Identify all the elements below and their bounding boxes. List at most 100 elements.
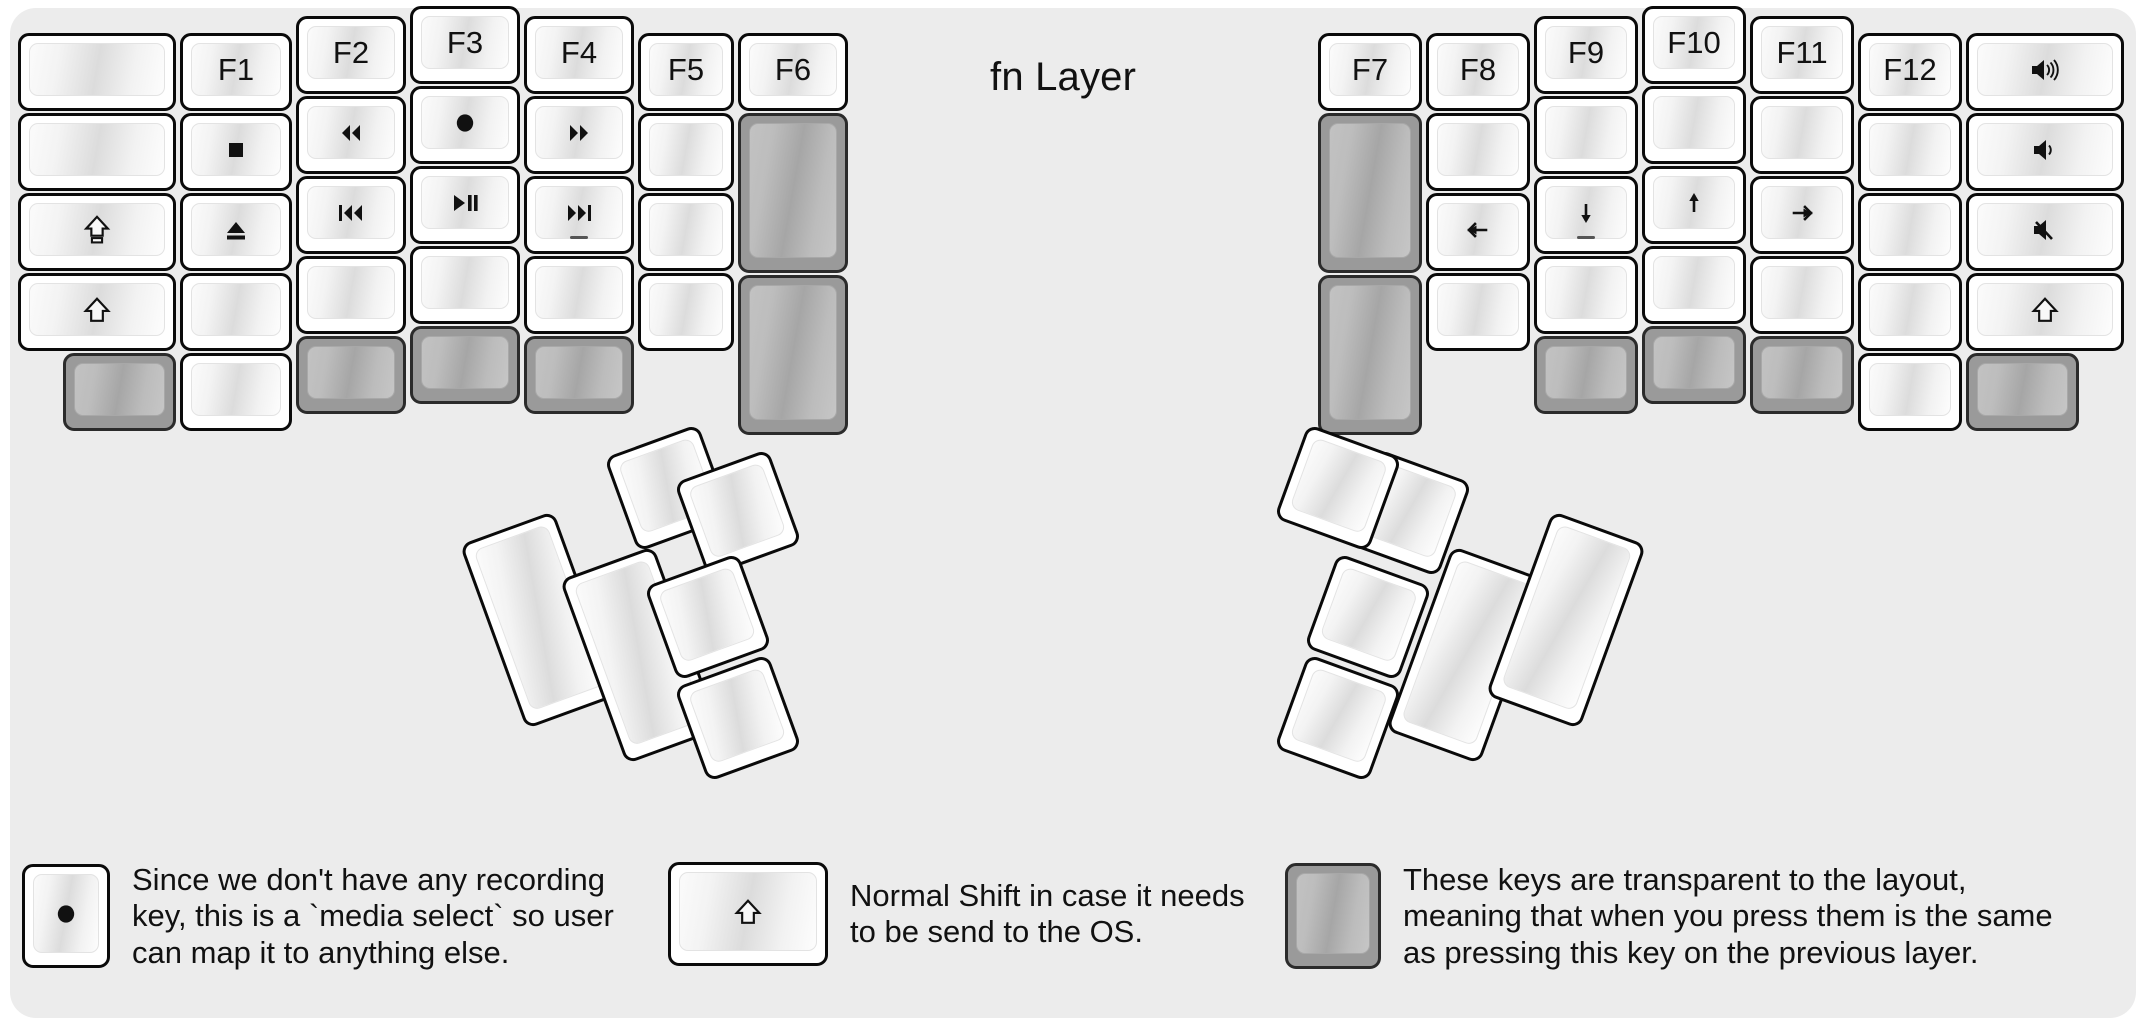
keycap-face — [307, 346, 395, 399]
keycap-face — [421, 176, 509, 229]
blank-key[interactable] — [638, 273, 734, 351]
keycap-face — [1296, 873, 1370, 955]
keycap-face — [679, 872, 817, 951]
blank-key[interactable] — [1750, 96, 1854, 174]
blank-key[interactable] — [638, 193, 734, 271]
arrow-down-key[interactable] — [1534, 176, 1638, 254]
key-f8[interactable]: F8 — [1426, 33, 1530, 111]
keycap-label: F6 — [774, 52, 812, 87]
transparent-key[interactable] — [738, 275, 848, 435]
blank-key[interactable] — [180, 273, 292, 351]
transparent-key[interactable] — [63, 353, 176, 431]
keycap-face — [29, 283, 165, 336]
key-f11[interactable]: F11 — [1750, 16, 1854, 94]
keycap-label: F4 — [560, 35, 598, 70]
media-eject-key[interactable] — [180, 193, 292, 271]
keycap-face — [1437, 283, 1519, 336]
keycap-label: F2 — [332, 35, 370, 70]
blank-key[interactable] — [18, 113, 176, 191]
blank-key[interactable] — [296, 256, 406, 334]
legend-text-1: Since we don't have any recording key, t… — [132, 862, 614, 970]
keycap-face — [1329, 123, 1411, 258]
key-f6[interactable]: F6 — [738, 33, 848, 111]
keycap-face — [191, 283, 281, 336]
blank-key[interactable] — [524, 256, 634, 334]
blank-key[interactable] — [1858, 193, 1962, 271]
transparent-key[interactable] — [1534, 336, 1638, 414]
blank-key[interactable] — [1642, 246, 1746, 324]
arrow-up-key[interactable] — [1642, 166, 1746, 244]
transparent-key[interactable] — [1318, 275, 1422, 435]
media-eject-icon — [219, 213, 253, 247]
key-f10[interactable]: F10 — [1642, 6, 1746, 84]
blank-key[interactable] — [1750, 256, 1854, 334]
keycap-label: F11 — [1776, 35, 1828, 70]
keycap-label: F1 — [217, 52, 255, 87]
keycap-face — [33, 874, 99, 954]
blank-key[interactable] — [1858, 113, 1962, 191]
keycap-face — [657, 566, 757, 664]
transparent-key[interactable] — [1966, 353, 2079, 431]
key-f7[interactable]: F7 — [1318, 33, 1422, 111]
transparent-key[interactable] — [296, 336, 406, 414]
keycap-label: F3 — [446, 25, 484, 60]
keycap-face — [307, 266, 395, 319]
blank-key[interactable] — [410, 246, 520, 324]
blank-key[interactable] — [1534, 256, 1638, 334]
key-f9[interactable]: F9 — [1534, 16, 1638, 94]
caps-lock-key[interactable] — [18, 193, 176, 271]
blank-key[interactable] — [1534, 96, 1638, 174]
shift-up-key[interactable] — [18, 273, 176, 351]
keycap-face — [1977, 283, 2113, 336]
shift-up-key[interactable] — [1966, 273, 2124, 351]
key-f1[interactable]: F1 — [180, 33, 292, 111]
keycap-face — [74, 363, 165, 416]
media-rewind-key[interactable] — [296, 96, 406, 174]
media-prev-key[interactable] — [296, 176, 406, 254]
key-f5[interactable]: F5 — [638, 33, 734, 111]
blank-key[interactable] — [1642, 86, 1746, 164]
media-playpause-key[interactable] — [410, 166, 520, 244]
media-record-key[interactable] — [410, 86, 520, 164]
blank-key[interactable] — [1426, 113, 1530, 191]
volume-up-key[interactable] — [1966, 33, 2124, 111]
volume-down-key[interactable] — [1966, 113, 2124, 191]
key-f4[interactable]: F4 — [524, 16, 634, 94]
media-forward-key[interactable] — [524, 96, 634, 174]
legend-key-2 — [668, 862, 828, 966]
media-stop-key[interactable] — [180, 113, 292, 191]
transparent-key[interactable] — [738, 113, 848, 273]
media-rewind-icon — [334, 116, 368, 150]
blank-key[interactable] — [1426, 273, 1530, 351]
transparent-key[interactable] — [1750, 336, 1854, 414]
keycap-face — [307, 106, 395, 159]
keycap-face — [1869, 363, 1951, 416]
key-f2[interactable]: F2 — [296, 16, 406, 94]
arrow-right-key[interactable] — [1750, 176, 1854, 254]
transparent-key[interactable] — [410, 326, 520, 404]
arrow-left-key[interactable] — [1426, 193, 1530, 271]
keycap-face: F1 — [191, 43, 281, 96]
volume-mute-key[interactable] — [1966, 193, 2124, 271]
key-f12[interactable]: F12 — [1858, 33, 1962, 111]
keycap-face — [29, 43, 165, 96]
keycap-face: F7 — [1329, 43, 1411, 96]
keycap-label: F8 — [1459, 52, 1497, 87]
transparent-key[interactable] — [524, 336, 634, 414]
transparent-key[interactable] — [1318, 113, 1422, 273]
blank-key[interactable] — [1858, 353, 1962, 431]
keycap-face — [1437, 203, 1519, 256]
blank-key[interactable] — [1858, 273, 1962, 351]
keycap-face — [687, 462, 787, 560]
arrow-up-icon — [1677, 186, 1711, 220]
keycap-face: F2 — [307, 26, 395, 79]
media-next-key[interactable] — [524, 176, 634, 254]
arrow-left-icon — [1460, 213, 1496, 247]
blank-key[interactable] — [180, 353, 292, 431]
blank-key[interactable] — [18, 33, 176, 111]
blank-key[interactable] — [638, 113, 734, 191]
key-f3[interactable]: F3 — [410, 6, 520, 84]
legend-text-2: Normal Shift in case it needs to be send… — [850, 877, 1245, 949]
transparent-key[interactable] — [1642, 326, 1746, 404]
keycap-face — [1653, 176, 1735, 229]
